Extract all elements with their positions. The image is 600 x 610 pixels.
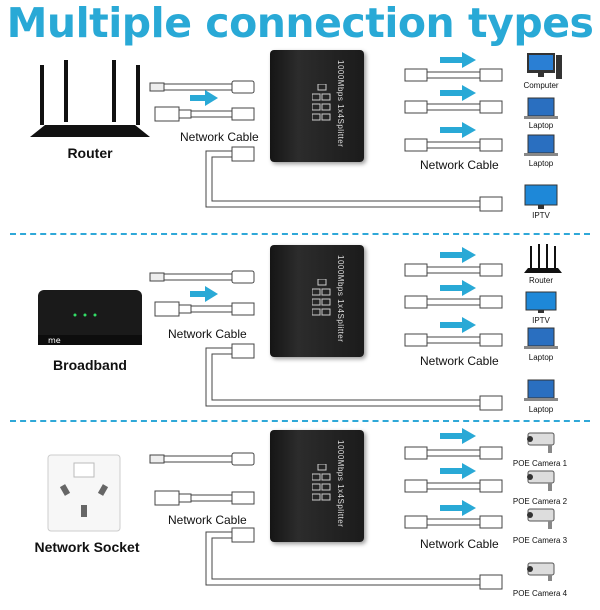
- camera-icon: [527, 432, 555, 453]
- device-label: POE Camera 2: [512, 497, 568, 506]
- broadband-modem-icon: me: [38, 290, 142, 345]
- camera-icon: [527, 470, 555, 491]
- cable-diagram: me: [38, 244, 562, 411]
- section-divider: [10, 233, 590, 235]
- device-label: Computer: [523, 81, 559, 90]
- network-cable-label: Network Cable: [168, 327, 247, 341]
- laptop-icon: [524, 327, 558, 349]
- svg-text:me: me: [48, 336, 61, 345]
- device-label: Laptop: [528, 405, 554, 414]
- splitter-device: 1000Mbps 1x4Splitter: [270, 245, 364, 357]
- connection-panel-network-socket: 1000Mbps 1x4Splitter Network Socket Netw…: [0, 425, 600, 610]
- cable-diagram: [30, 52, 562, 212]
- device-label: POE Camera 1: [512, 459, 568, 468]
- device-label: IPTV: [532, 211, 550, 220]
- splitter-device: 1000Mbps 1x4Splitter: [270, 430, 364, 542]
- device-label: Laptop: [528, 121, 554, 130]
- section-divider: [10, 420, 590, 422]
- camera-icon: [527, 562, 555, 581]
- device-label: POE Camera 4: [512, 589, 568, 598]
- device-label: Laptop: [528, 353, 554, 362]
- device-label: Router: [528, 276, 553, 285]
- page-title: Multiple connection types: [6, 0, 594, 47]
- tv-icon: [525, 291, 557, 313]
- router-icon: [524, 244, 562, 273]
- network-cable-label: Network Cable: [420, 158, 499, 172]
- tv-icon: [524, 184, 558, 209]
- source-label: Broadband: [53, 357, 127, 373]
- source-label: Network Socket: [34, 539, 140, 555]
- splitter-label: 1000Mbps 1x4Splitter: [336, 60, 345, 148]
- device-label: Laptop: [528, 159, 554, 168]
- device-label: POE Camera 3: [512, 536, 568, 545]
- port-indicator-icon: [312, 279, 331, 316]
- connection-panel-broadband: me: [0, 240, 600, 425]
- connection-panel-router: 1000Mbps 1x4Splitter Router Network Cabl…: [0, 45, 600, 230]
- splitter-label: 1000Mbps 1x4Splitter: [336, 440, 345, 528]
- port-indicator-icon: [312, 464, 331, 501]
- port-indicator-icon: [312, 84, 331, 121]
- splitter-device: 1000Mbps 1x4Splitter: [270, 50, 364, 162]
- laptop-icon: [524, 379, 558, 401]
- device-label: IPTV: [532, 316, 550, 325]
- wall-socket-icon: [47, 454, 121, 532]
- source-label: Router: [67, 145, 113, 161]
- network-cable-label: Network Cable: [168, 513, 247, 527]
- cable-diagram: [47, 428, 555, 590]
- splitter-label: 1000Mbps 1x4Splitter: [336, 255, 345, 343]
- network-cable-label: Network Cable: [180, 130, 259, 144]
- network-cable-label: Network Cable: [420, 354, 499, 368]
- laptop-icon: [524, 97, 558, 119]
- network-cable-label: Network Cable: [420, 537, 499, 551]
- camera-icon: [527, 508, 555, 529]
- router-icon: [30, 60, 150, 137]
- laptop-icon: [524, 134, 558, 156]
- computer-icon: [527, 53, 562, 79]
